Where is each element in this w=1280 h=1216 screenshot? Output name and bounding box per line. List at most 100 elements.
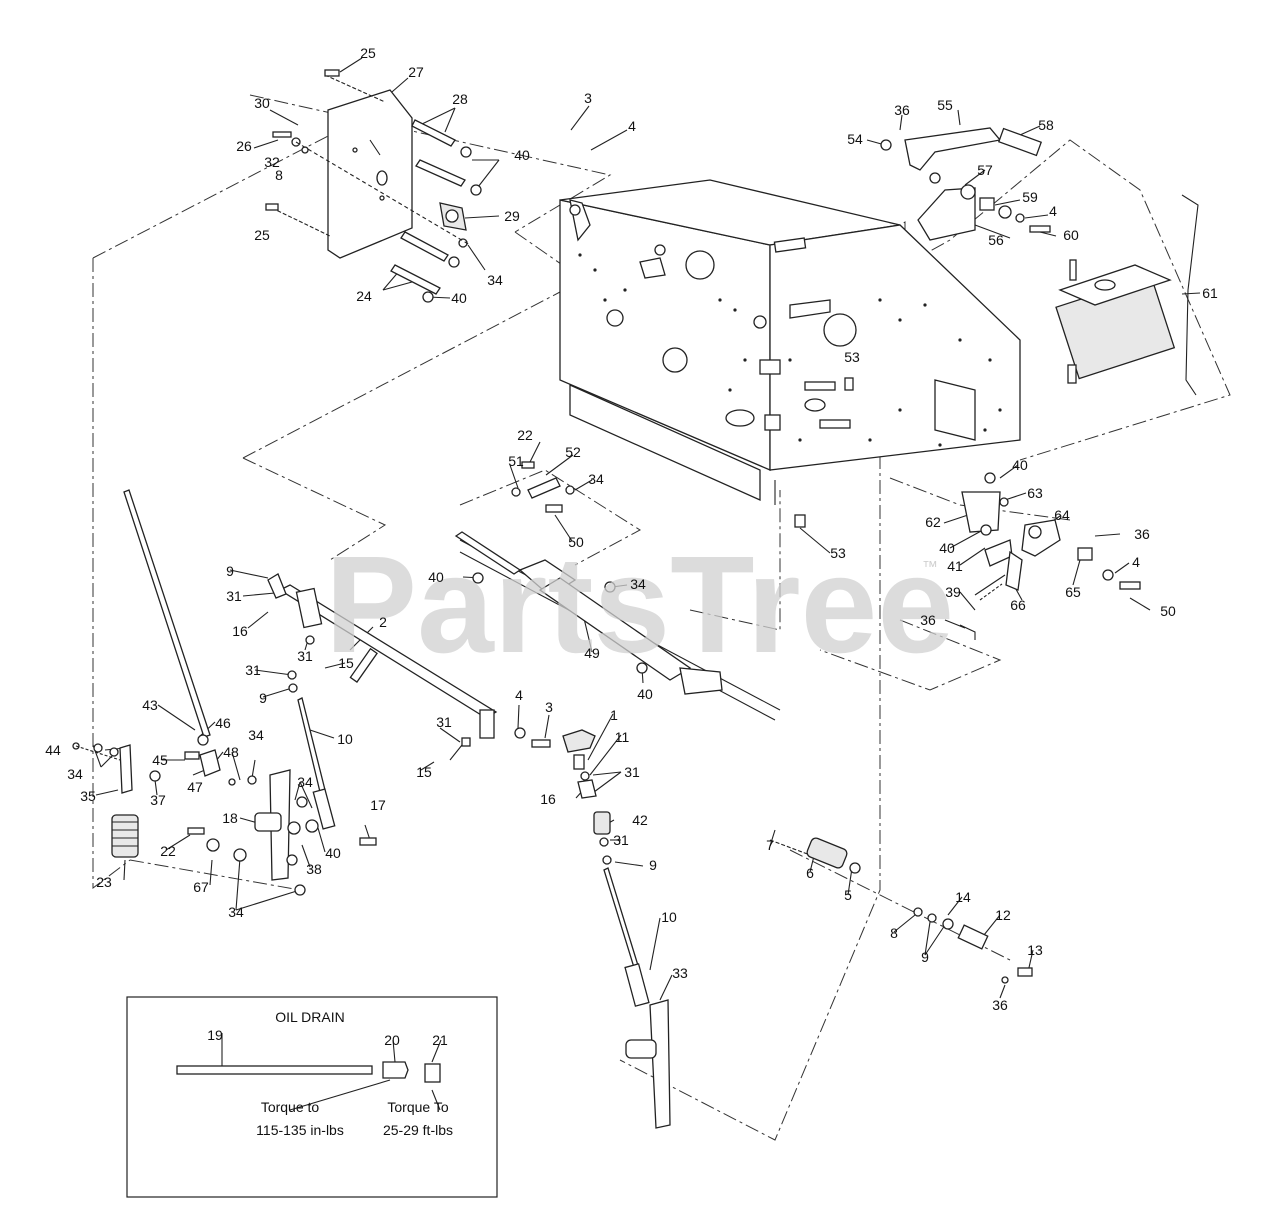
- callout-40: 40: [939, 540, 955, 556]
- callout-40: 40: [428, 569, 444, 585]
- callout-16: 16: [232, 623, 248, 639]
- callout-48: 48: [223, 744, 239, 760]
- callout-25: 25: [360, 45, 376, 61]
- callout-40: 40: [1012, 457, 1028, 473]
- callout-13: 13: [1027, 942, 1043, 958]
- callout-55: 55: [937, 97, 953, 113]
- callout-64: 64: [1054, 507, 1070, 523]
- callout-34: 34: [588, 471, 604, 487]
- callout-35: 35: [80, 788, 96, 804]
- torque-note-left-2: 115-135 in-lbs: [256, 1122, 344, 1138]
- oil-drain-title: OIL DRAIN: [275, 1009, 345, 1025]
- callout-15: 15: [416, 764, 432, 780]
- callout-21: 21: [432, 1032, 448, 1048]
- chassis-frame: [559, 179, 1021, 528]
- callout-52: 52: [565, 444, 581, 460]
- callout-41: 41: [947, 558, 963, 574]
- callout-34: 34: [248, 727, 264, 743]
- callout-53: 53: [844, 349, 860, 365]
- callout-4: 4: [628, 118, 636, 134]
- callout-24: 24: [356, 288, 372, 304]
- callout-9: 9: [259, 690, 267, 706]
- callout-38: 38: [306, 861, 322, 877]
- watermark: PartsTree: [325, 528, 954, 682]
- torque-note-right-1: Torque To: [387, 1099, 448, 1115]
- callout-23: 23: [96, 874, 112, 890]
- callout-5: 5: [844, 887, 852, 903]
- callout-34: 34: [228, 904, 244, 920]
- callout-33: 33: [672, 965, 688, 981]
- callout-31: 31: [297, 648, 313, 664]
- callout-34: 34: [487, 272, 503, 288]
- callout-36: 36: [894, 102, 910, 118]
- torque-note-left-1: Torque to: [261, 1099, 320, 1115]
- callout-40: 40: [637, 686, 653, 702]
- callout-7: 7: [766, 837, 774, 853]
- right-linkage-assembly: [959, 472, 1141, 640]
- callout-65: 65: [1065, 584, 1081, 600]
- callout-37: 37: [150, 792, 166, 808]
- callout-59: 59: [1022, 189, 1038, 205]
- callout-1: 1: [610, 707, 618, 723]
- callout-40: 40: [325, 845, 341, 861]
- callout-31: 31: [613, 832, 629, 848]
- callout-40: 40: [451, 290, 467, 306]
- callout-34: 34: [297, 774, 313, 790]
- callout-67: 67: [193, 879, 209, 895]
- callout-31: 31: [245, 662, 261, 678]
- callout-25: 25: [254, 227, 270, 243]
- callout-60: 60: [1063, 227, 1079, 243]
- callout-3: 3: [584, 90, 592, 106]
- callout-46: 46: [215, 715, 231, 731]
- torque-note-right-2: 25-29 ft-lbs: [383, 1122, 453, 1138]
- callout-54: 54: [847, 131, 863, 147]
- callout-51: 51: [508, 453, 524, 469]
- center-rod-assembly: [449, 727, 671, 1129]
- part-callouts: 1 2 3 3 4 4 4 4 5 6 7 8 8 9 9 9 9 10 10 …: [45, 45, 1218, 1048]
- callout-22: 22: [517, 427, 533, 443]
- callout-31: 31: [226, 588, 242, 604]
- callout-45: 45: [152, 752, 168, 768]
- callout-9: 9: [649, 857, 657, 873]
- oil-drain-box: [126, 996, 498, 1198]
- callout-44: 44: [45, 742, 61, 758]
- callout-17: 17: [370, 797, 386, 813]
- callout-27: 27: [408, 64, 424, 80]
- callout-34: 34: [67, 766, 83, 782]
- right-rod-assembly: [769, 837, 1033, 984]
- callout-58: 58: [1038, 117, 1054, 133]
- callout-12: 12: [995, 907, 1011, 923]
- callout-9: 9: [921, 949, 929, 965]
- callout-32: 32: [264, 154, 280, 170]
- callout-47: 47: [187, 779, 203, 795]
- callout-66: 66: [1010, 597, 1026, 613]
- callout-9: 9: [226, 563, 234, 579]
- callout-15: 15: [338, 655, 354, 671]
- callout-28: 28: [452, 91, 468, 107]
- callout-36: 36: [992, 997, 1008, 1013]
- callout-34: 34: [630, 576, 646, 592]
- callout-10: 10: [337, 731, 353, 747]
- callout-14: 14: [955, 889, 971, 905]
- callout-8: 8: [275, 167, 283, 183]
- callout-8: 8: [890, 925, 898, 941]
- callout-6: 6: [806, 865, 814, 881]
- callout-31: 31: [624, 764, 640, 780]
- callout-36: 36: [920, 612, 936, 628]
- callout-10: 10: [661, 909, 677, 925]
- callout-4: 4: [1132, 554, 1140, 570]
- callout-36: 36: [1134, 526, 1150, 542]
- callout-4: 4: [1049, 203, 1057, 219]
- callout-22: 22: [160, 843, 176, 859]
- callout-16: 16: [540, 791, 556, 807]
- spring-assembly: [511, 461, 575, 513]
- left-lever-assembly: [72, 489, 377, 896]
- leader-lines: [92, 57, 1201, 1111]
- callout-29: 29: [504, 208, 520, 224]
- callout-2: 2: [379, 614, 387, 630]
- callout-63: 63: [1027, 485, 1043, 501]
- callout-39: 39: [945, 584, 961, 600]
- callout-61: 61: [1202, 285, 1218, 301]
- callout-30: 30: [254, 95, 270, 111]
